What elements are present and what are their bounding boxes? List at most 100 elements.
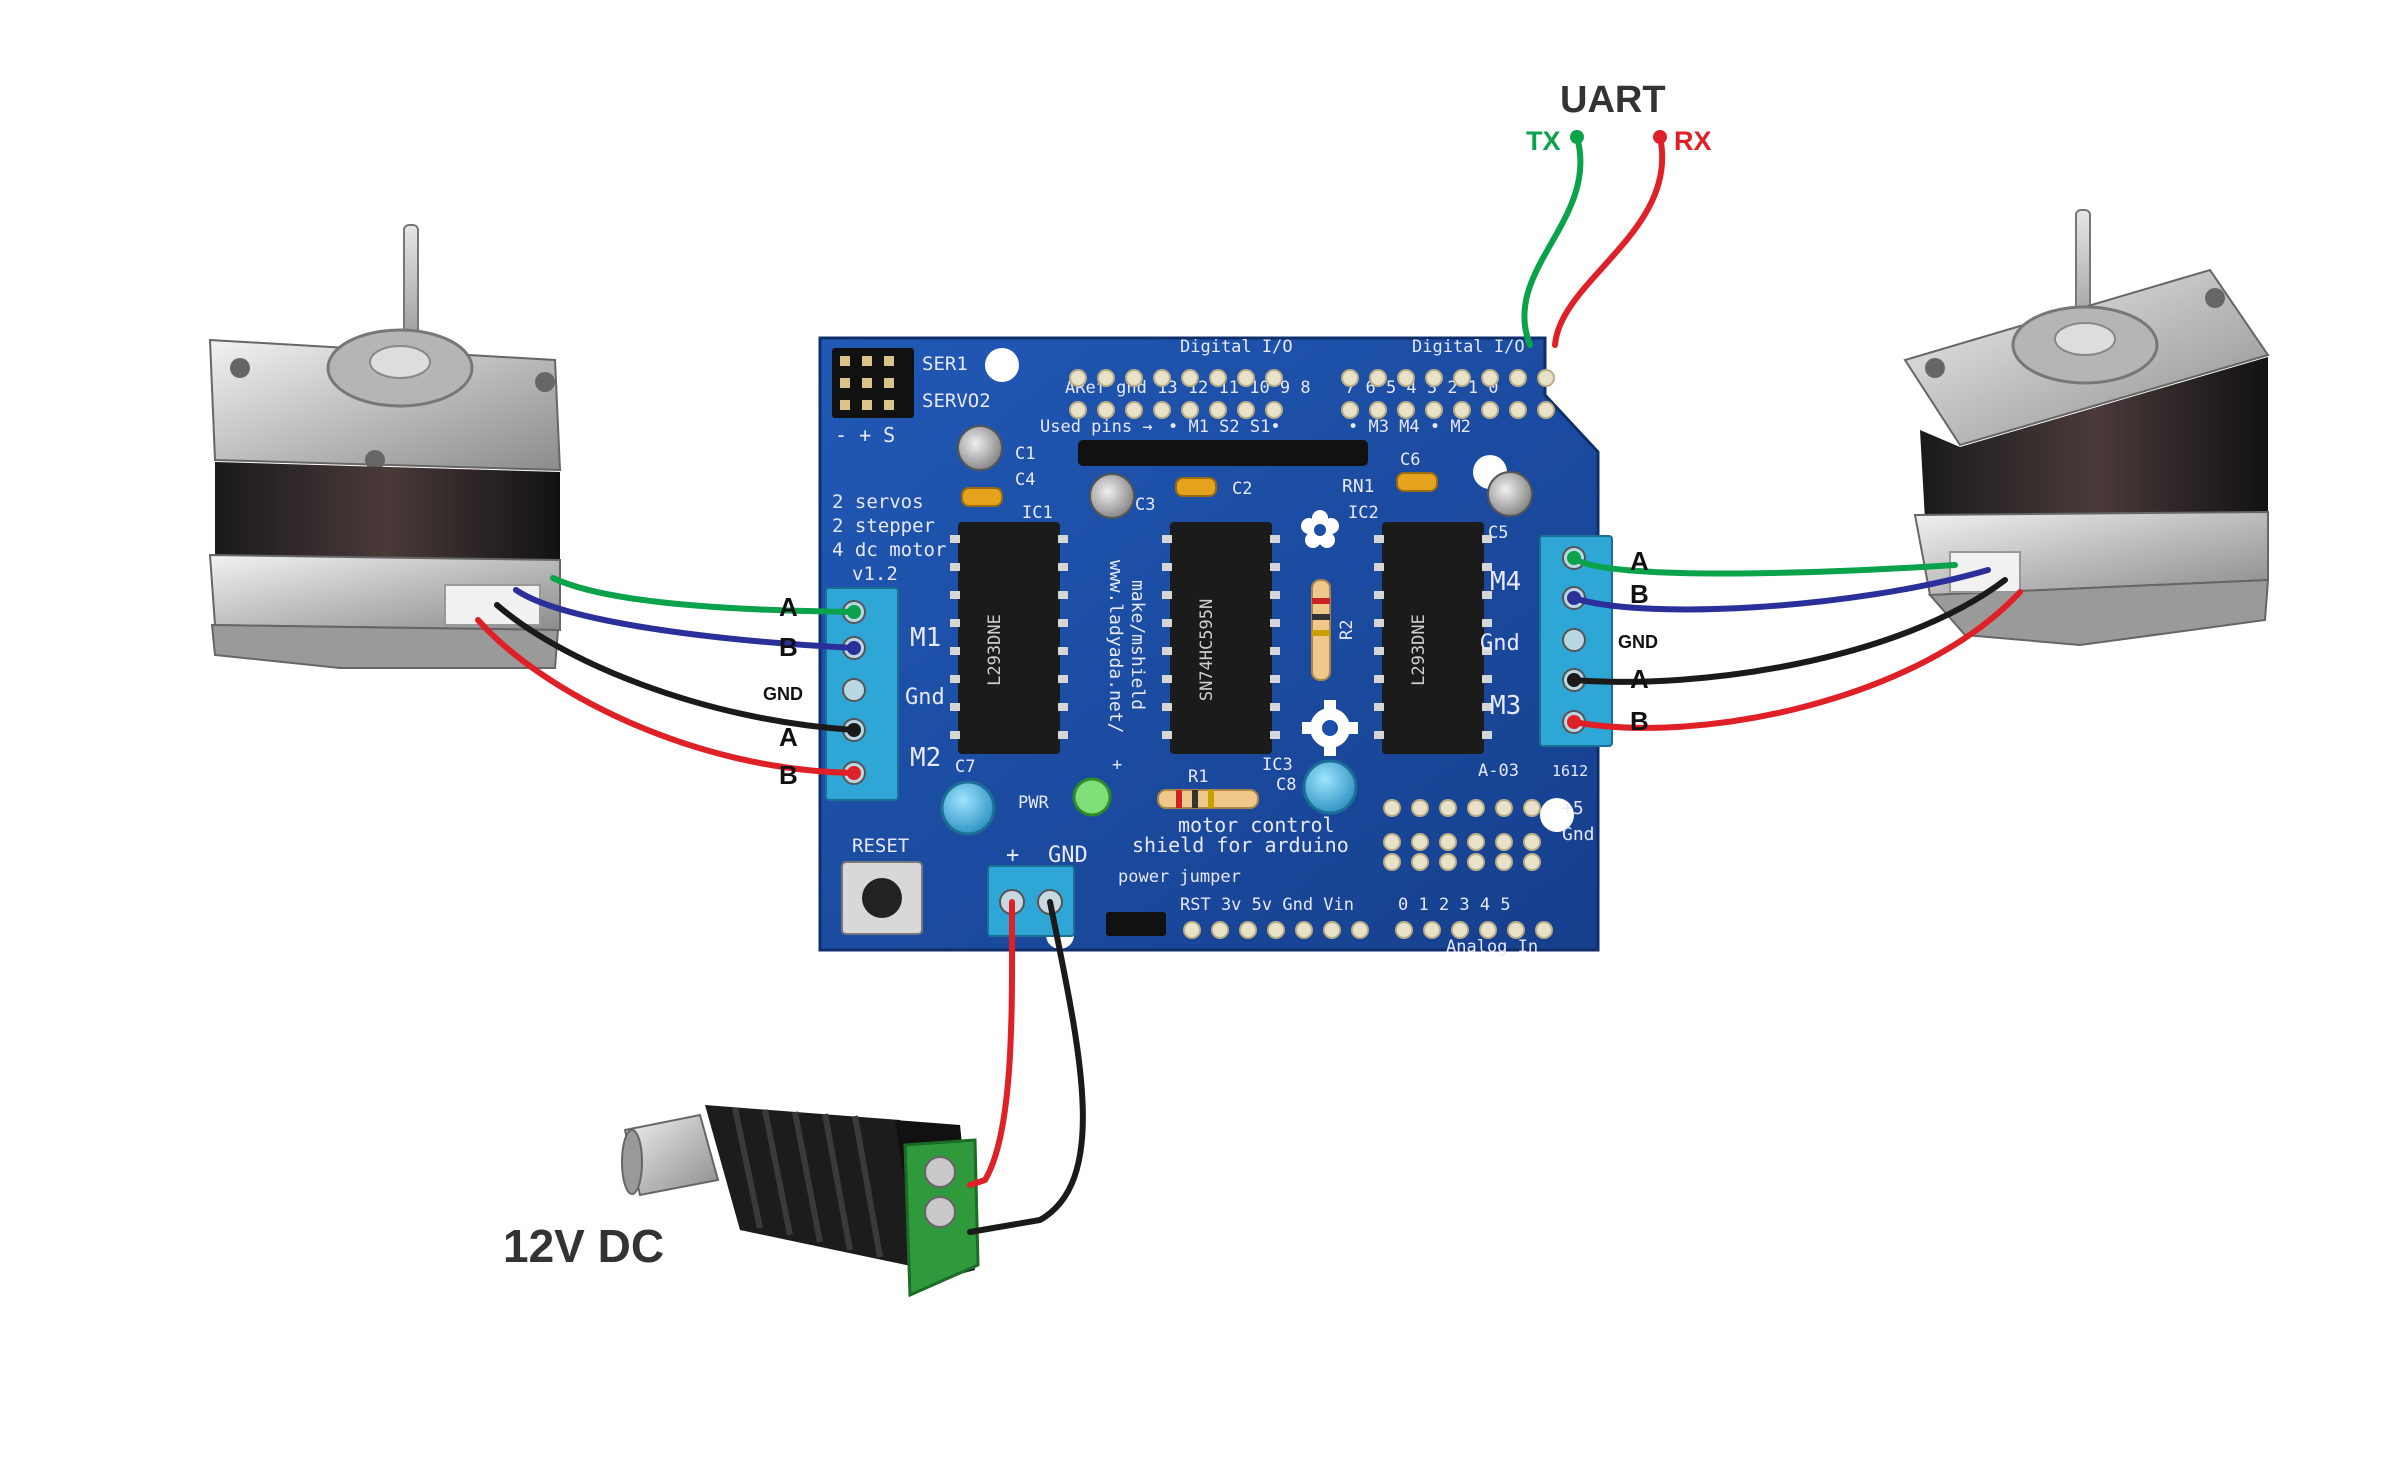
left-motor-red-wire <box>475 617 857 776</box>
dc-jack-icon <box>621 1105 980 1298</box>
right-motor-blue-wire <box>1571 567 1991 613</box>
rn1-label: RN1 <box>1342 476 1375 497</box>
servo-header <box>832 348 914 418</box>
gnd-right-label: Gnd <box>1480 631 1520 656</box>
gnd-pad-label: Gnd <box>1562 824 1595 845</box>
uart-rx-label: RX <box>1674 126 1712 156</box>
resistor-network <box>1078 440 1368 466</box>
ext-power-gnd-label: GND <box>1048 843 1088 868</box>
external-power-terminal <box>987 865 1075 937</box>
motor-shield-board: SER1 SERVO2 - + S 2 servos 2 stepper 4 d… <box>818 336 1613 957</box>
used-pins-label: Used pins → <box>1040 417 1153 437</box>
servo1-label: SER1 <box>922 353 968 375</box>
resistor-r1 <box>1157 789 1259 809</box>
ic-chip-icon <box>950 522 1492 754</box>
servo2-label: SERVO2 <box>922 390 991 412</box>
ic1-marking: L293DNE <box>985 614 1005 686</box>
m2-label: M2 <box>910 743 941 773</box>
rev-label: A-03 <box>1478 761 1519 781</box>
pwr-label: PWR <box>1018 793 1049 813</box>
used-pins-b: • M3 M4 • M2 <box>1348 417 1471 437</box>
mount-hole <box>985 348 1019 382</box>
digital-header-pads <box>1069 369 1555 419</box>
right-b1-label: B <box>1630 579 1649 609</box>
r2-label: R2 <box>1337 620 1357 640</box>
desc-line-1: 2 servos <box>832 491 924 513</box>
flower-logo-icon <box>1301 510 1339 548</box>
led-plus-label: + <box>1112 755 1122 775</box>
gear-logo-icon <box>1302 700 1358 756</box>
url-line-2: make/mshield <box>1127 580 1148 710</box>
right-gnd-label: GND <box>1618 632 1658 652</box>
m3-label: M3 <box>1490 691 1521 721</box>
uart-pin-dots <box>1570 130 1667 144</box>
gnd-left-label: Gnd <box>905 685 945 710</box>
prototype-pads <box>1383 799 1541 871</box>
resistor-r2 <box>1311 579 1331 681</box>
uart-tx-wire <box>1521 134 1584 348</box>
c6-label: C6 <box>1400 450 1420 470</box>
ic1-label: IC1 <box>1022 503 1053 523</box>
digital-io-label: Digital I/O <box>1180 337 1293 357</box>
left-gnd-label: GND <box>763 684 803 704</box>
right-motor-green-wire <box>1571 555 1958 577</box>
m1-m2-terminal-block <box>825 587 899 801</box>
stepper-motor-icon <box>208 224 562 669</box>
wires <box>475 134 2023 1235</box>
c1-label: C1 <box>1015 444 1035 464</box>
digital-pins-right: 7 6 5 4 3 2 1 0 <box>1345 378 1499 398</box>
uart-title: UART <box>1560 79 1666 121</box>
left-motor-blue-wire <box>513 587 857 651</box>
desc-line-3: 4 dc motor <box>832 539 946 561</box>
mount-hole <box>1540 798 1574 832</box>
right-motor-red-wire <box>1571 589 2023 731</box>
ic3-marking: SN74HC595N <box>1197 599 1217 701</box>
plus5-label: +5 <box>1562 798 1584 819</box>
m1-label: M1 <box>910 623 941 653</box>
motor-control-text: motor control <box>1178 813 1335 837</box>
left-b1-label: B <box>779 632 798 662</box>
power-red-wire <box>967 899 1016 1188</box>
power-jumper-label: power jumper <box>1118 867 1241 887</box>
power-header-pads <box>1183 921 1369 939</box>
uart-tx-label: TX <box>1526 126 1561 156</box>
pwr-led <box>1072 777 1112 817</box>
left-a1-label: A <box>779 592 798 622</box>
c4-label: C4 <box>1015 470 1035 490</box>
reset-button[interactable] <box>841 861 923 935</box>
uart-rx-wire <box>1552 134 1666 348</box>
power-jumper[interactable] <box>1106 912 1166 936</box>
shield-for-text: shield for arduino <box>1132 833 1349 857</box>
ic2-marking: L293DNE <box>1409 614 1429 686</box>
right-motor-black-wire <box>1571 577 2008 685</box>
c3-label: C3 <box>1135 495 1155 515</box>
c7-label: C7 <box>955 757 975 777</box>
url-line-1: www.ladyada.net/ <box>1105 560 1126 733</box>
capacitor-icon <box>940 425 1533 836</box>
ext-power-plus-label: + <box>1006 843 1019 868</box>
left-b2-label: B <box>779 760 798 790</box>
r1-label: R1 <box>1188 767 1208 787</box>
analog-numbers: 0 1 2 3 4 5 <box>1398 895 1511 915</box>
power-label: 12V DC <box>503 1220 664 1272</box>
digital-io-label-2: Digital I/O <box>1412 337 1525 357</box>
analog-in-label: Analog In <box>1446 937 1538 957</box>
used-pins-a: • M1 S2 S1• <box>1168 417 1281 437</box>
analog-header-pads <box>1395 921 1553 939</box>
c5-label: C5 <box>1488 523 1508 543</box>
code-label: 1612 <box>1552 762 1588 780</box>
power-black-wire <box>967 899 1086 1235</box>
servo-sign-label: - + S <box>835 423 895 447</box>
right-a2-label: A <box>1630 664 1649 694</box>
left-motor-black-wire <box>494 602 857 733</box>
left-a2-label: A <box>779 722 798 752</box>
terminal-dots <box>847 551 1581 780</box>
left-motor-green-wire <box>550 575 857 615</box>
desc-line-2: 2 stepper <box>832 515 935 537</box>
desc-line-4: v1.2 <box>852 563 898 585</box>
right-a1-label: A <box>1630 546 1649 576</box>
reset-label: RESET <box>852 835 909 857</box>
right-b2-label: B <box>1630 706 1649 736</box>
c8-label: C8 <box>1276 775 1296 795</box>
